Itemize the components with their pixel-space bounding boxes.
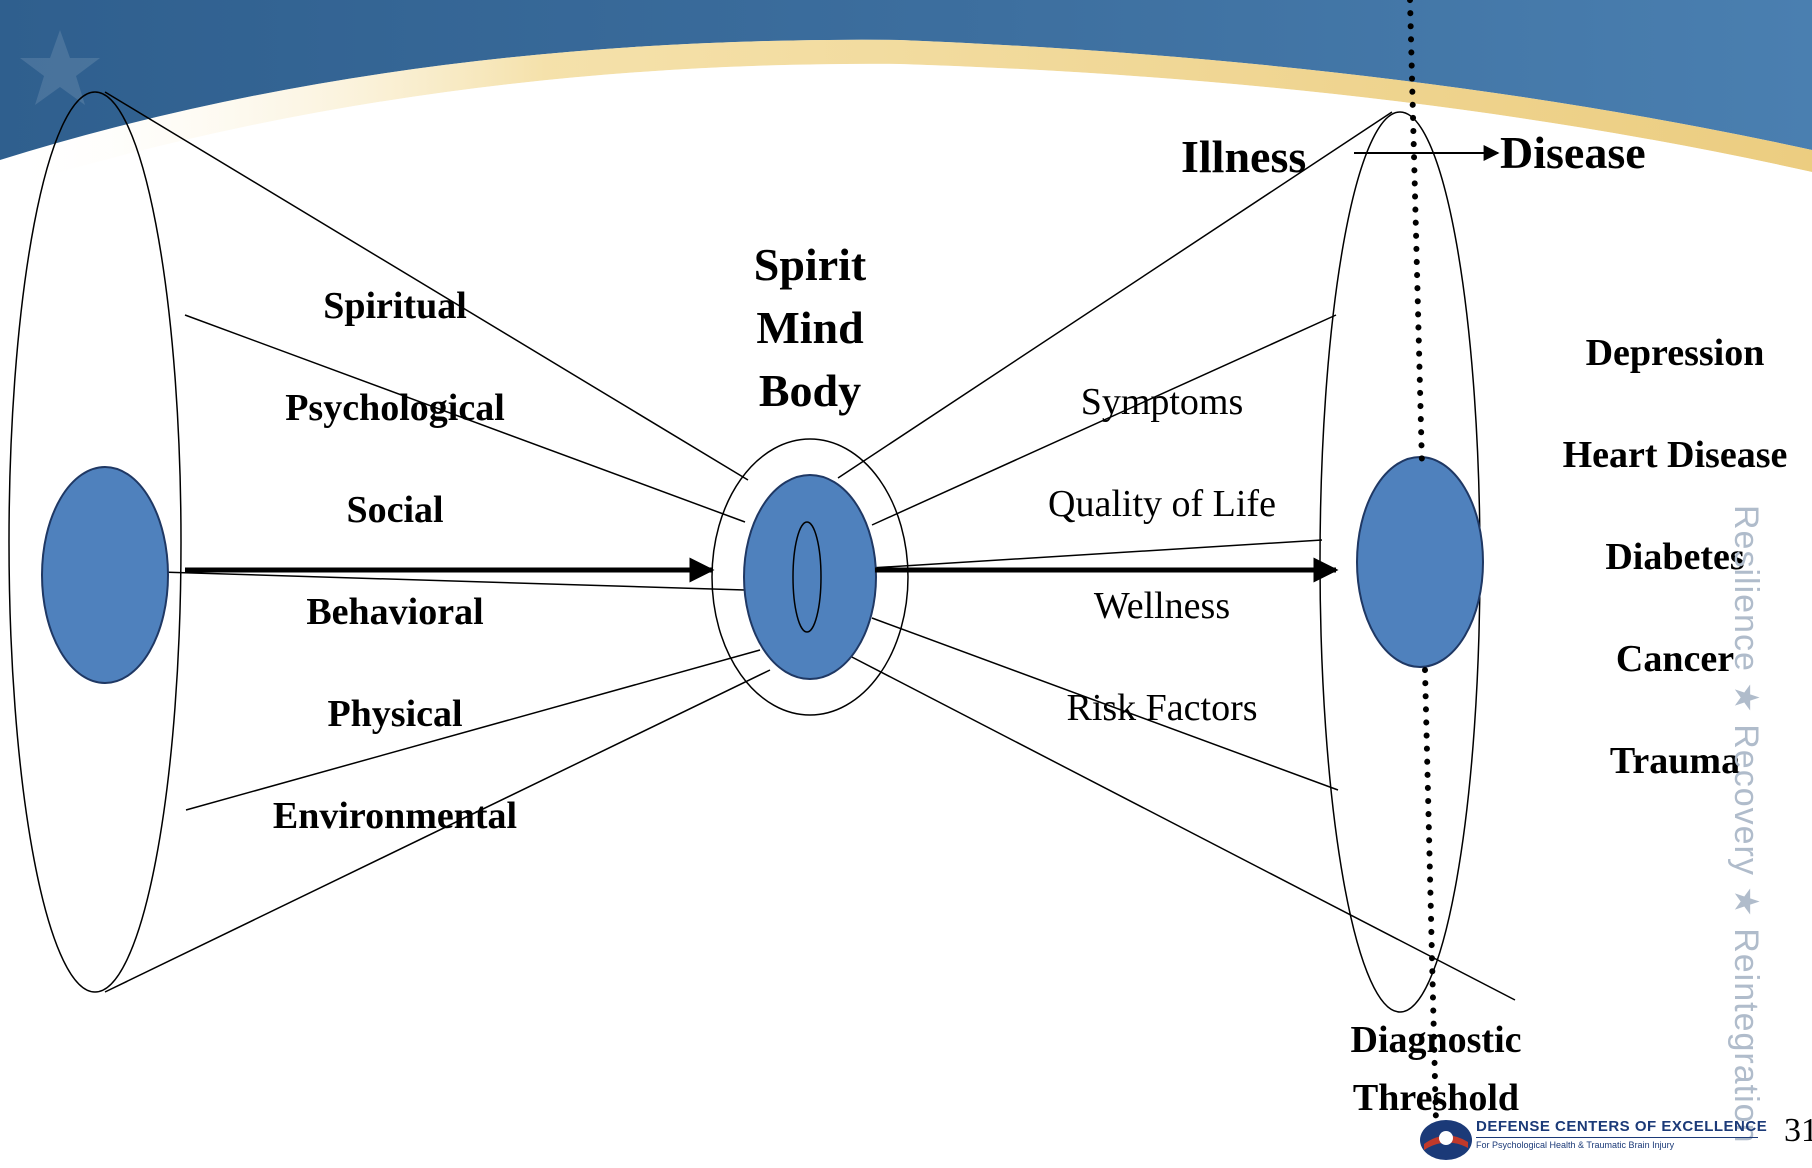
- center-label: Mind: [756, 302, 864, 353]
- right-factor-label: Risk Factors: [1066, 687, 1257, 729]
- left-factor-labels: Spiritual Psychological Social Behaviora…: [273, 285, 517, 837]
- right-factor-label: Symptoms: [1081, 381, 1244, 423]
- disease-label: Disease: [1500, 127, 1646, 178]
- left-cone-rim: [8, 91, 182, 993]
- left-cone: [8, 91, 771, 993]
- disease-list: Depression Heart Disease Diabetes Cancer…: [1563, 332, 1788, 782]
- left-factor-label: Environmental: [273, 795, 517, 837]
- page-number: 31: [1784, 1112, 1812, 1149]
- side-banner-text: Resilience ★ Recovery ★ Reintegration: [1727, 505, 1765, 1144]
- header-banner: [0, 0, 1812, 206]
- nodes: [41, 438, 1484, 716]
- left-factor-label: Behavioral: [306, 591, 483, 633]
- logo-title: DEFENSE CENTERS OF EXCELLENCE: [1476, 1118, 1768, 1135]
- left-node: [41, 466, 169, 684]
- left-factor-label: Psychological: [285, 387, 505, 429]
- diagnostic-threshold-line: [1407, 0, 1440, 1166]
- center-node: [743, 474, 877, 680]
- right-node: [1356, 456, 1484, 668]
- center-core: [792, 521, 822, 633]
- disease-item: Heart Disease: [1563, 434, 1788, 476]
- center-label: Spirit: [754, 239, 867, 290]
- disease-item: Trauma: [1610, 740, 1740, 782]
- threshold-label-line1: Diagnostic: [1351, 1019, 1522, 1061]
- dcoe-seal-icon: [1420, 1120, 1472, 1160]
- logo-divider: [1476, 1137, 1758, 1138]
- disease-item: Depression: [1586, 332, 1765, 374]
- right-factor-label: Wellness: [1094, 585, 1230, 627]
- illness-label: Illness: [1181, 131, 1306, 182]
- logo-subtitle: For Psychological Health & Traumatic Bra…: [1476, 1140, 1675, 1150]
- disease-item: Diabetes: [1605, 536, 1744, 578]
- left-factor-label: Spiritual: [323, 285, 467, 327]
- disease-item: Cancer: [1616, 638, 1734, 680]
- right-factor-labels: Symptoms Quality of Life Wellness Risk F…: [1048, 381, 1276, 729]
- threshold-label-line2: Threshold: [1353, 1077, 1519, 1119]
- left-factor-label: Social: [346, 489, 443, 531]
- right-factor-label: Quality of Life: [1048, 483, 1276, 525]
- right-cone: [837, 111, 1516, 1013]
- center-labels: Spirit Mind Body: [754, 239, 867, 416]
- center-label: Body: [759, 365, 861, 416]
- threshold-label: Diagnostic Threshold: [1351, 1019, 1522, 1119]
- left-factor-label: Physical: [327, 693, 462, 735]
- footer-logo: DEFENSE CENTERS OF EXCELLENCE For Psycho…: [1416, 1112, 1767, 1162]
